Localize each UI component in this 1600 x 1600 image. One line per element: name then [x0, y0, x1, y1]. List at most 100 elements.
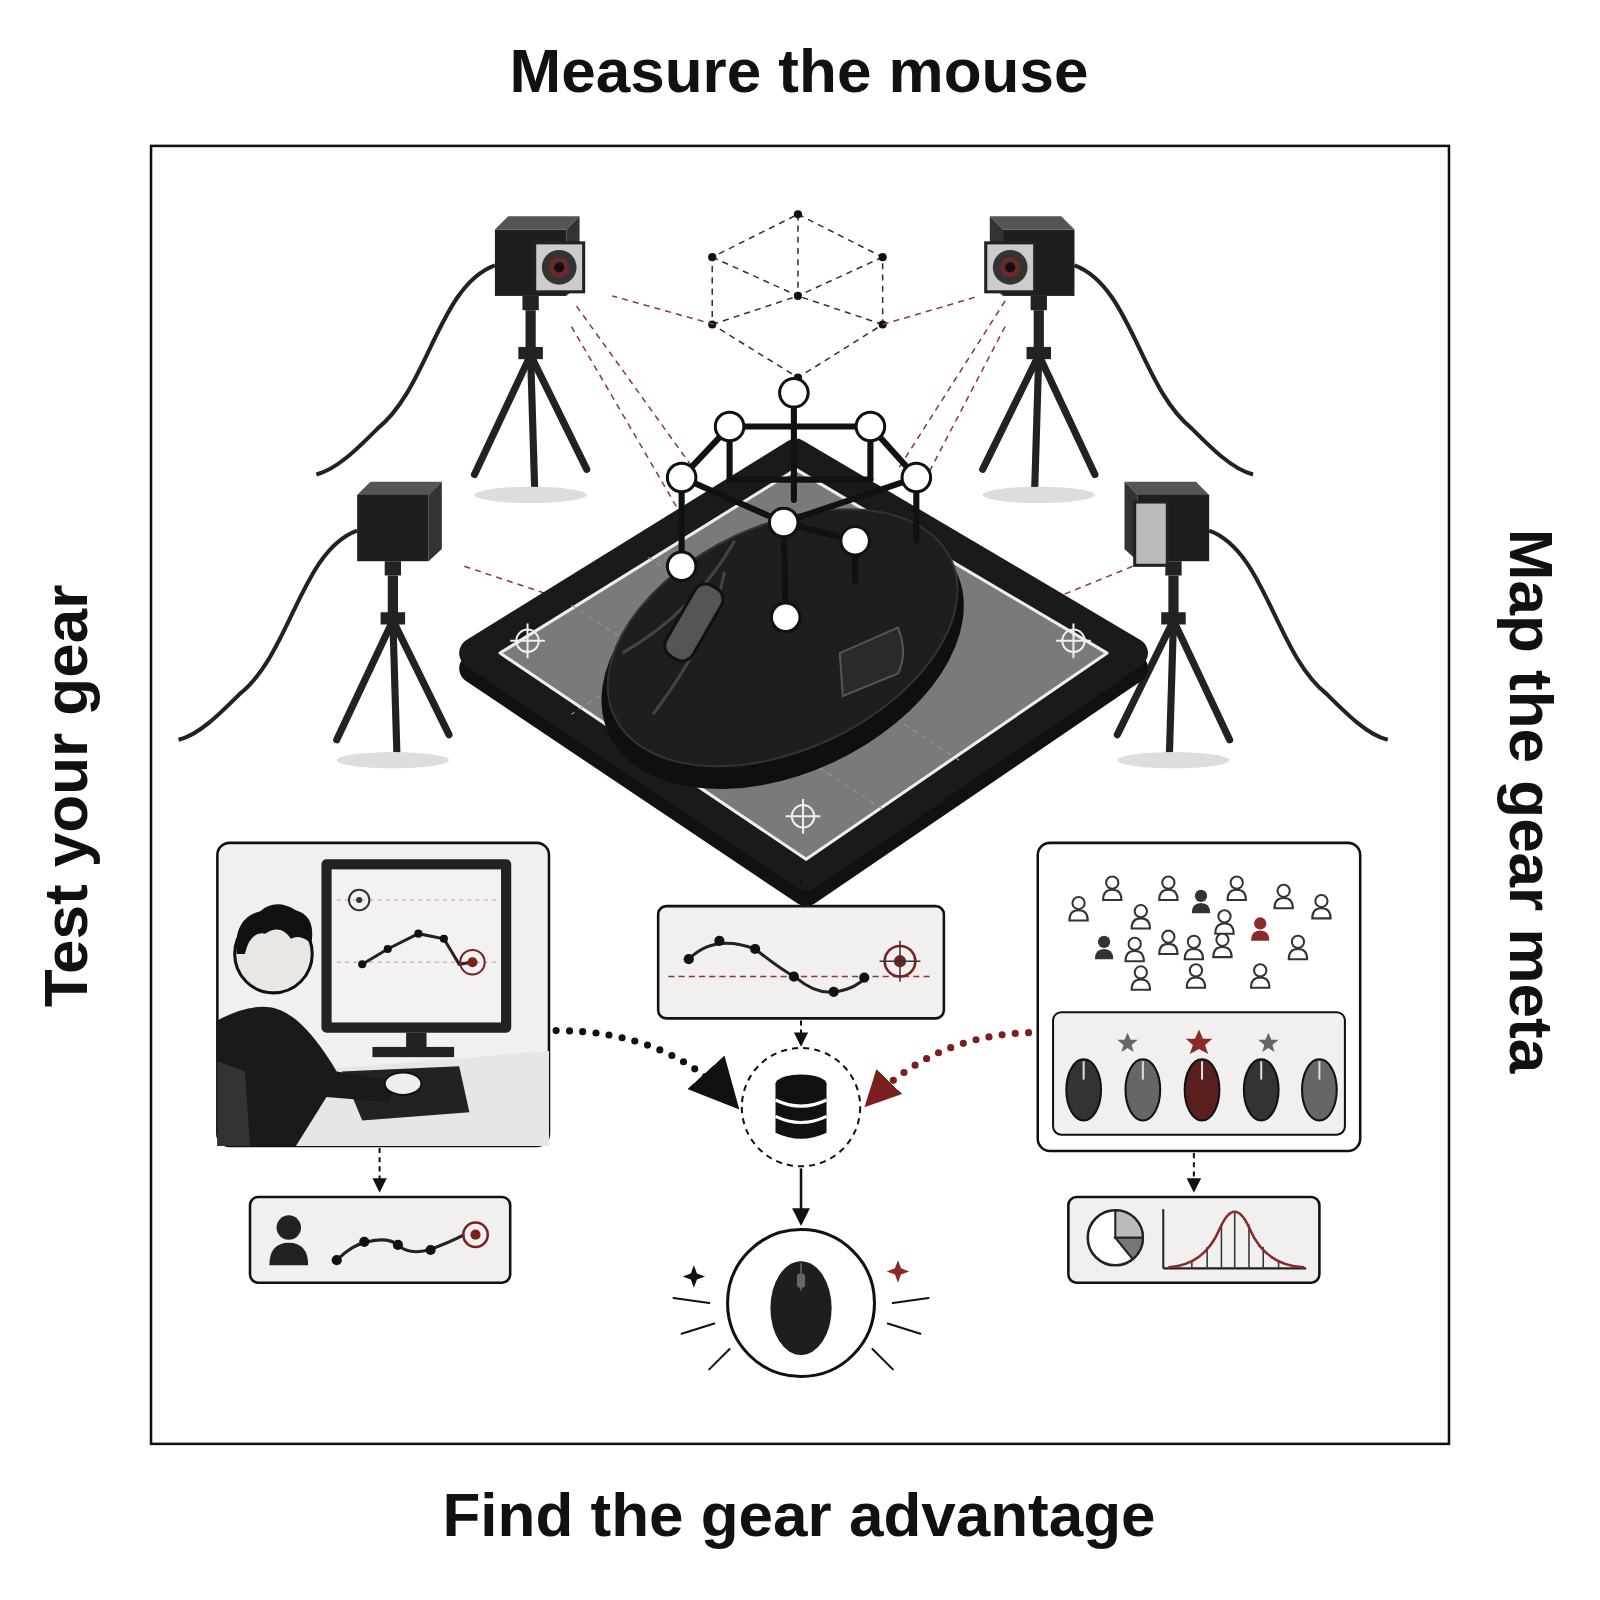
camera-tripod: [316, 216, 586, 503]
player-profile: [250, 1148, 510, 1283]
camera-rays: [612, 296, 714, 325]
meta-panel: [1289, 936, 1307, 959]
trajectory-box: [750, 944, 760, 954]
measurement-volume: [712, 296, 798, 325]
mouse: [558, 458, 1007, 844]
marker-balls: [902, 463, 931, 492]
measurement-volume: [798, 296, 883, 325]
player-panel: [358, 960, 366, 968]
marker-rig: [682, 478, 784, 523]
chosen-mouse: [673, 1298, 709, 1303]
meta-panel: [1302, 1059, 1337, 1120]
meta-panel: [1103, 877, 1121, 900]
trajectory-box: [684, 936, 870, 997]
outer-frame: [151, 146, 1449, 1444]
meta-panel: [1260, 1061, 1262, 1079]
meta-panel: [1038, 843, 1360, 1151]
meta-panel: [1185, 936, 1203, 959]
measurement-volume: [712, 257, 798, 296]
player-profile: [470, 1230, 480, 1240]
player-panel: [414, 930, 422, 938]
meta-panel: [1187, 964, 1205, 987]
player-panel: [440, 935, 448, 943]
player-panel: [467, 957, 477, 967]
camera-tripod: [983, 216, 1253, 503]
camera-rays: [898, 301, 1005, 469]
marker-balls: [771, 603, 800, 632]
camera-tripod: [1135, 502, 1168, 565]
chosen-mouse: [888, 1323, 921, 1333]
player-profile: [250, 1197, 510, 1283]
camera-rays: [883, 296, 980, 325]
meta-panel: [1126, 938, 1144, 961]
database-symbol: [556, 1031, 1028, 1223]
chosen-mouse: [709, 1349, 729, 1369]
database-symbol: [776, 1100, 827, 1106]
marker-balls: [769, 508, 798, 537]
player-panel: [372, 1047, 454, 1057]
meta-panel: [1192, 890, 1210, 913]
chosen-mouse: [673, 1298, 928, 1369]
stats-box: [1088, 1210, 1143, 1265]
top-label: Measure the mouse: [510, 37, 1089, 105]
meta-panel: [1251, 931, 1269, 941]
chosen-mouse: [887, 1260, 909, 1282]
trajectory-box: [689, 943, 866, 992]
trajectory-box: [684, 954, 694, 964]
chosen-mouse: [797, 1273, 805, 1287]
marker-rig: [682, 393, 917, 617]
player-panel: [384, 945, 392, 953]
marker-rig: [791, 393, 797, 500]
marker-balls: [667, 463, 696, 492]
player-panel: [362, 934, 471, 965]
player-panel: [406, 1033, 426, 1048]
player-panel: [217, 843, 549, 1146]
mouse-pad: [474, 454, 1132, 875]
left-label: Test your gear: [32, 585, 100, 1008]
player-panel: [385, 1072, 422, 1094]
meta-panel: [1117, 1033, 1137, 1052]
marker-rig: [730, 477, 871, 483]
mouse-pad: [802, 799, 804, 834]
measurement-volume: [712, 214, 882, 377]
meta-panel: [1318, 1061, 1320, 1079]
player-profile: [337, 1235, 465, 1261]
stats-box: [1115, 1210, 1143, 1238]
player-profile: [393, 1240, 403, 1250]
database-symbol: [742, 1048, 860, 1166]
camera-tripod: [535, 243, 584, 292]
camera-tripod: [179, 482, 449, 769]
player-profile: [426, 1245, 436, 1255]
trajectory-box: [829, 987, 839, 997]
trajectory-box: [789, 971, 799, 981]
cube-dots: [794, 210, 802, 218]
trajectory-box: [859, 972, 869, 982]
meta-panel: [1159, 877, 1177, 900]
meta-panel: [1038, 843, 1360, 1151]
trajectory-box: [800, 880, 802, 903]
meta-panel: [1083, 1061, 1085, 1079]
player-profile: [463, 1222, 487, 1246]
player-panel: [356, 897, 362, 903]
meta-panel: [1228, 877, 1246, 900]
trajectory-box: [800, 1020, 802, 1043]
bottom-label: Find the gear advantage: [442, 1481, 1155, 1549]
player-profile: [359, 1237, 369, 1247]
cube-dots: [708, 210, 887, 381]
chosen-mouse: [770, 1261, 831, 1355]
chosen-mouse: [728, 1230, 875, 1377]
database-symbol: [776, 1116, 827, 1122]
marker-rig: [784, 478, 917, 523]
right-label: Map the gear meta: [1497, 529, 1565, 1073]
meta-panel: [1201, 1061, 1203, 1079]
meta-panel: [1251, 964, 1269, 987]
player-panel: [217, 1007, 398, 1146]
meta-panel: [1215, 910, 1233, 933]
cube-dots: [794, 292, 802, 300]
mouse-pad: [474, 454, 1132, 891]
trajectory-box: [658, 880, 944, 1044]
stats-box: [1068, 1153, 1319, 1283]
player-profile: [269, 1243, 308, 1265]
database-symbol: [869, 1033, 1028, 1102]
